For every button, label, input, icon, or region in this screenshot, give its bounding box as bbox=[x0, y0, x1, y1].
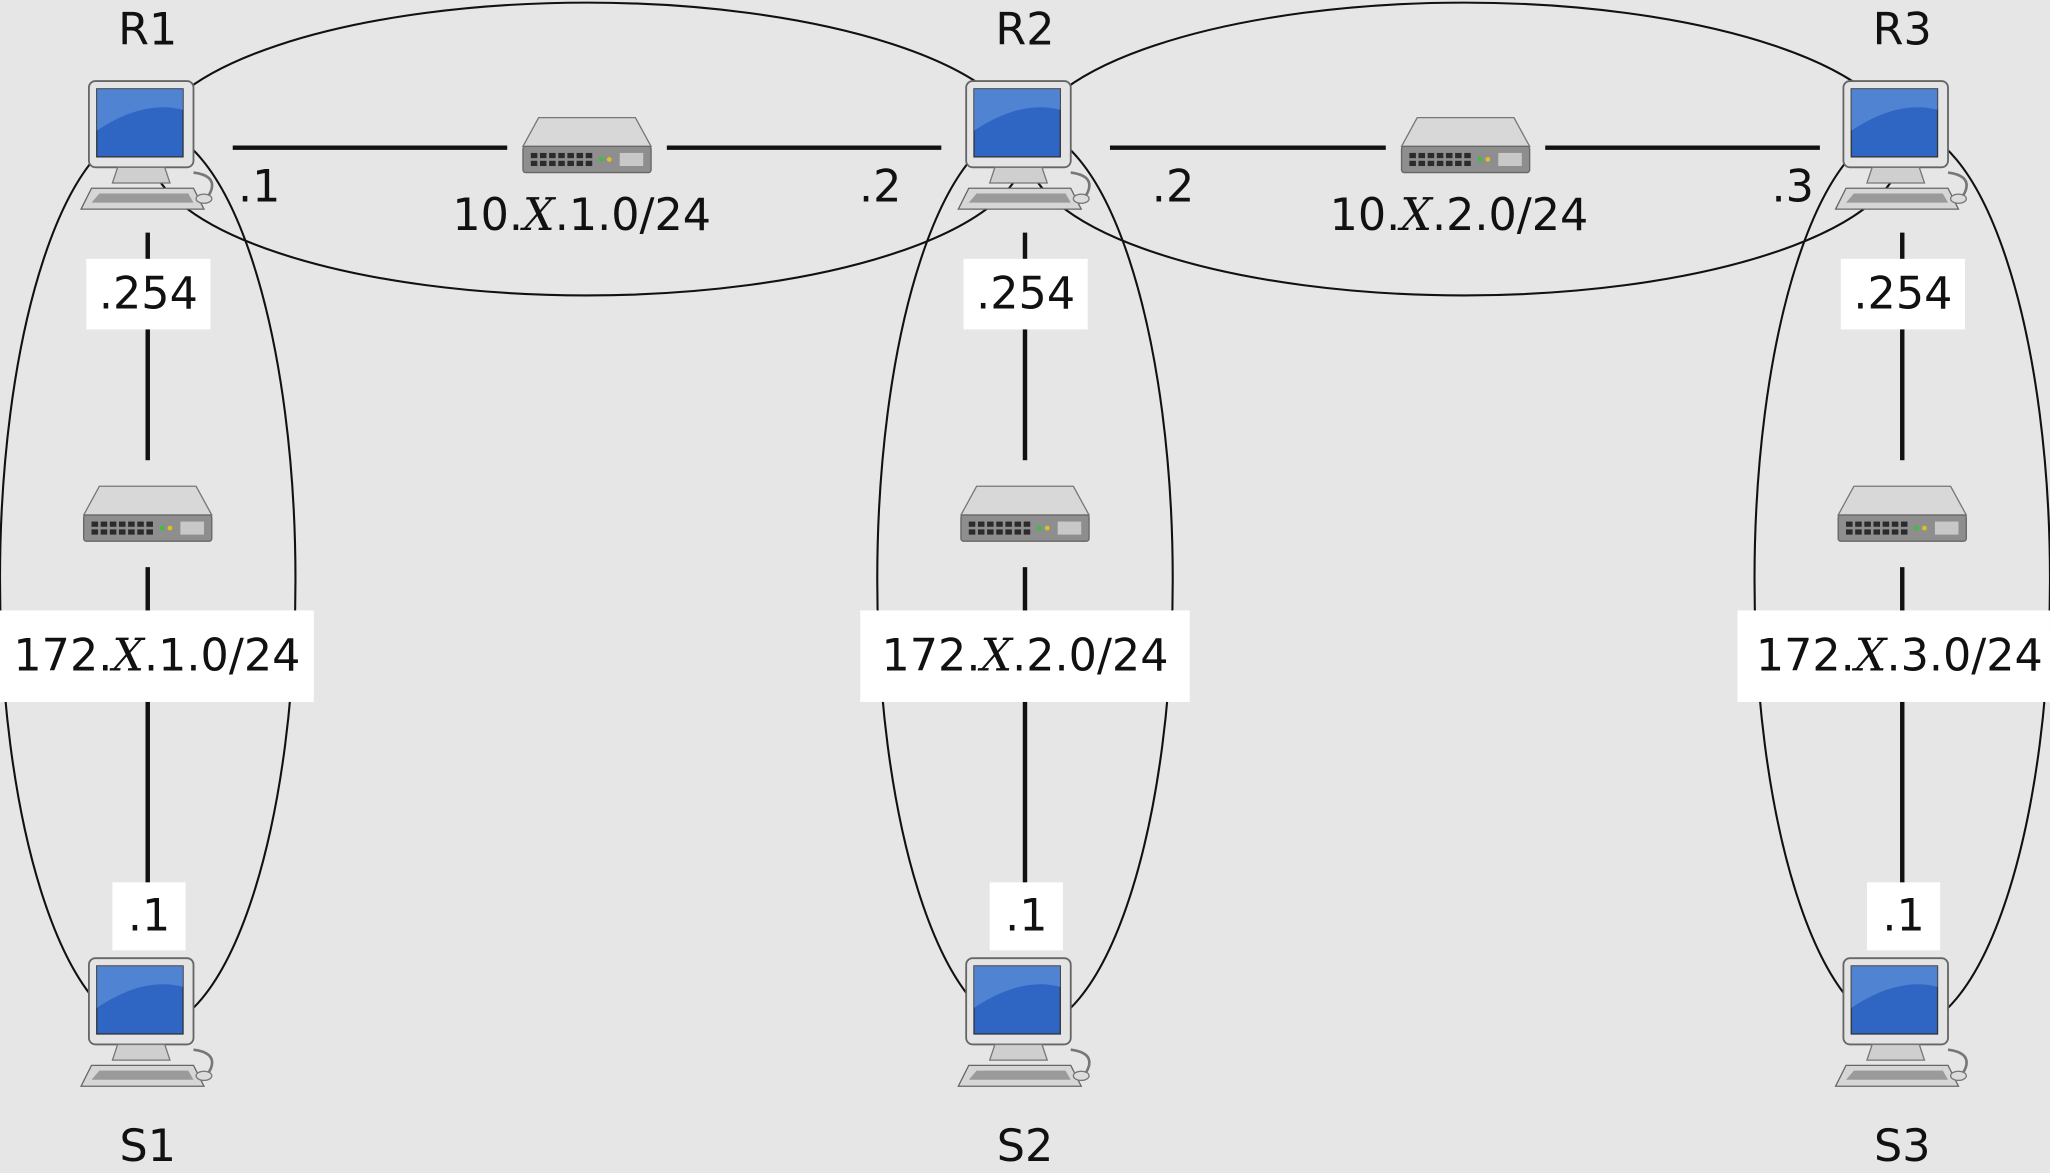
network-suffix: .2.0/24 bbox=[1431, 189, 1589, 242]
network-suffix: .1.0/24 bbox=[144, 630, 301, 683]
network-suffix: .2.0/24 bbox=[1012, 630, 1169, 683]
network-suffix: .3.0/24 bbox=[1886, 630, 2043, 683]
network-prefix: 172. bbox=[881, 630, 981, 683]
wan-2-right-address: .3 bbox=[1771, 160, 1814, 214]
lan-2-server-address: .1 bbox=[989, 882, 1063, 951]
network-switch-icon bbox=[507, 109, 667, 184]
network-prefix: 172. bbox=[13, 630, 113, 683]
network-switch-icon bbox=[1822, 460, 1983, 568]
network-variable: X bbox=[1400, 189, 1432, 242]
lan-1-router-address: .254 bbox=[86, 258, 211, 330]
wan-2-left-address: .2 bbox=[1151, 160, 1195, 214]
computer-icon bbox=[78, 956, 222, 1097]
router-label-r1: R1 bbox=[118, 3, 178, 57]
network-variable: X bbox=[112, 630, 145, 683]
network-variable: X bbox=[523, 189, 555, 242]
server-label-s3: S3 bbox=[1874, 1120, 1931, 1173]
network-switch-icon bbox=[1385, 109, 1546, 184]
network-variable: X bbox=[980, 630, 1013, 683]
server-label-s1: S1 bbox=[119, 1120, 176, 1173]
wan-1-right-address: .2 bbox=[858, 160, 902, 214]
network-prefix: 10. bbox=[1329, 189, 1401, 242]
computer-icon bbox=[1833, 78, 1977, 219]
lan-2-router-address: .254 bbox=[963, 258, 1088, 330]
computer-icon bbox=[1833, 956, 1977, 1097]
network-prefix: 172. bbox=[1755, 630, 1855, 683]
lan-2-network-label: 172.X.2.0/24 bbox=[860, 610, 1190, 702]
computer-icon bbox=[956, 956, 1100, 1097]
computer-icon bbox=[78, 78, 222, 219]
server-label-s2: S2 bbox=[996, 1120, 1054, 1173]
network-switch-icon bbox=[945, 460, 1105, 568]
lan-1-network-label: 172.X.1.0/24 bbox=[0, 610, 314, 702]
lan-3-router-address: .254 bbox=[1840, 258, 1966, 330]
router-label-r2: R2 bbox=[995, 3, 1055, 57]
wan-2-network-label: 10.X.2.0/24 bbox=[1330, 193, 1589, 237]
computer-icon bbox=[956, 78, 1100, 219]
router-label-r3: R3 bbox=[1872, 3, 1932, 57]
network-suffix: .1.0/24 bbox=[554, 189, 712, 242]
lan-3-network-label: 172.X.3.0/24 bbox=[1737, 610, 2050, 702]
network-variable: X bbox=[1854, 630, 1887, 683]
network-switch-icon bbox=[67, 460, 228, 568]
wan-1-left-address: .1 bbox=[237, 160, 281, 214]
wan-1-network-label: 10.X.1.0/24 bbox=[452, 193, 711, 237]
network-prefix: 10. bbox=[452, 189, 524, 242]
lan-1-server-address: .1 bbox=[112, 882, 186, 951]
lan-3-server-address: .1 bbox=[1866, 882, 1941, 951]
